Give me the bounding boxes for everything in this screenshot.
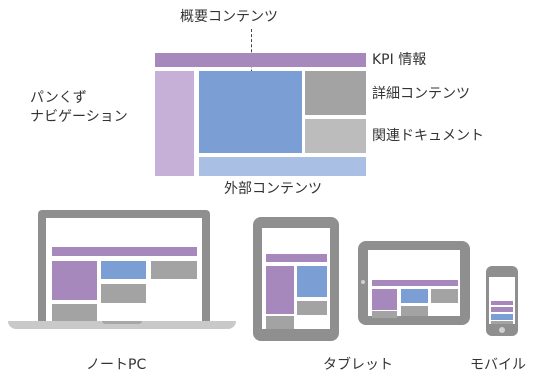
label-mobile: モバイル — [470, 357, 526, 373]
label-external: 外部コンテンツ — [224, 181, 322, 197]
label-breadcrumb-line1: パンくず — [30, 90, 87, 106]
label-laptop: ノートPC — [86, 357, 147, 373]
overview-block — [199, 71, 302, 153]
tablet-landscape-details-block — [431, 289, 458, 303]
label-tablet: タブレット — [323, 357, 393, 373]
tablet-landscape-main-block — [372, 289, 397, 310]
related-block — [305, 119, 366, 153]
mobile-main-block — [491, 307, 513, 312]
label-overview: 概要コンテンツ — [180, 9, 278, 25]
mobile-home-button — [499, 327, 505, 333]
details-block — [305, 71, 366, 115]
mobile-related-block — [491, 321, 513, 324]
kpi-bar — [155, 53, 366, 67]
laptop-base-notch — [102, 321, 142, 324]
tablet-portrait-kpi-bar — [266, 254, 327, 262]
laptop-details-block — [151, 261, 197, 279]
tablet-portrait-external-block — [266, 316, 294, 329]
external-block — [199, 157, 366, 176]
laptop-overview-block — [101, 261, 146, 279]
laptop-base — [8, 321, 236, 329]
tablet-landscape-related-block — [401, 306, 428, 316]
tablet-landscape-home-button — [361, 280, 365, 284]
label-related: 関連ドキュメント — [372, 128, 484, 144]
laptop-kpi-bar — [52, 247, 197, 256]
laptop-external-block — [52, 304, 97, 321]
tablet-portrait-related-block — [297, 301, 327, 315]
tablet-landscape-external-block — [372, 311, 397, 318]
tablet-landscape-overview-block — [401, 289, 428, 303]
laptop-related-block — [101, 284, 146, 303]
tablet-landscape-kpi-bar — [372, 280, 458, 286]
label-kpi: KPI 情報 — [372, 52, 427, 68]
mobile-overview-block — [491, 314, 513, 320]
label-breadcrumb-line2: ナビゲーション — [30, 109, 128, 125]
tablet-portrait-overview-block — [297, 266, 327, 297]
tablet-portrait-main-block — [266, 266, 294, 314]
mobile-kpi-bar — [491, 301, 513, 305]
breadcrumb-nav-block — [155, 71, 194, 176]
label-details: 詳細コンテンツ — [372, 86, 470, 102]
laptop-main-block — [52, 261, 97, 300]
